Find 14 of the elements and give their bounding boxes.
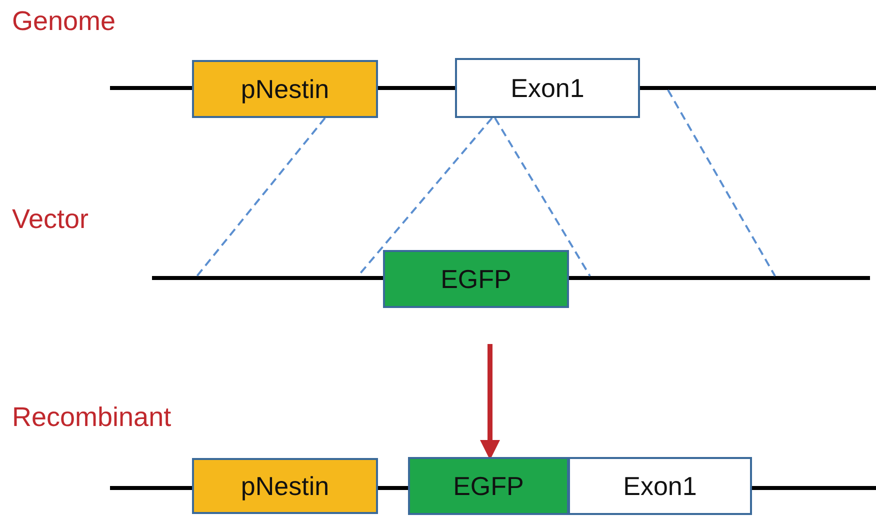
gene-box: EGFP xyxy=(408,457,569,515)
gene-box: pNestin xyxy=(192,458,378,514)
row-label: Genome xyxy=(12,6,116,37)
row-label: Vector xyxy=(12,204,89,235)
gene-box: EGFP xyxy=(383,250,569,308)
arrow xyxy=(480,344,500,460)
gene-box: pNestin xyxy=(192,60,378,118)
gene-box: Exon1 xyxy=(455,58,640,118)
row-label: Recombinant xyxy=(12,402,172,433)
gene-box: Exon1 xyxy=(568,457,752,515)
dashed-line xyxy=(196,117,326,277)
dna-line xyxy=(378,486,408,490)
dashed-line xyxy=(494,117,591,277)
dna-line xyxy=(378,86,455,90)
